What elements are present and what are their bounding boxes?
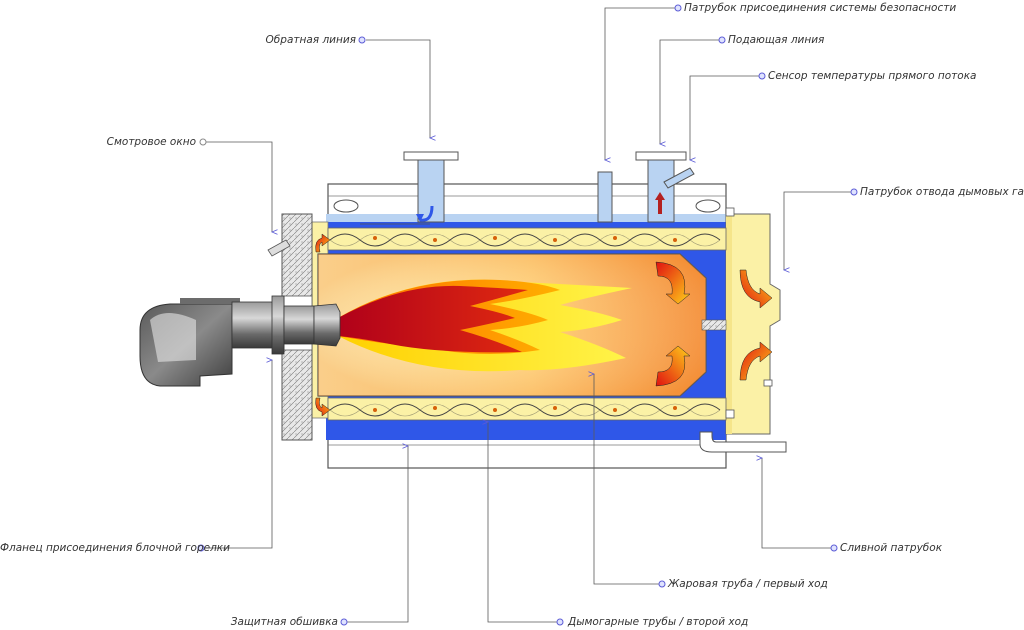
temperature-sensor	[663, 167, 695, 189]
leader-burner-flange	[204, 360, 272, 549]
sight-window	[267, 239, 291, 257]
leader-sight-window	[206, 141, 272, 232]
smoke-tubes-bottom	[327, 397, 727, 421]
drain-nozzle	[699, 431, 787, 453]
flame	[338, 279, 632, 372]
rear-fittings	[725, 207, 773, 419]
leader-temp-sensor	[690, 75, 760, 160]
leader-smoke-tubes	[488, 422, 558, 623]
label-casing: Защитная обшивка	[230, 616, 338, 628]
label-temp-sensor: Сенсор температуры прямого потока	[768, 70, 977, 82]
label-drain-nozzle: Сливной патрубок	[840, 542, 943, 554]
label-smoke-tubes: Дымогарные трубы / второй ход	[568, 616, 749, 628]
leader-flue-nozzle	[784, 191, 852, 270]
burner	[139, 295, 341, 387]
label-supply-line: Подающая линия	[728, 34, 825, 46]
leader-safety-nozzle	[605, 7, 676, 160]
supply-line-pipe	[635, 151, 687, 223]
label-burner-flange: Фланец присоединения блочной горелки	[0, 542, 230, 554]
leader-return-line	[366, 39, 430, 138]
flow-arrow-furnace-bottom	[655, 345, 691, 387]
label-safety-nozzle: Патрубок присоединения системы безопасно…	[684, 2, 957, 14]
label-return-line: Обратная линия	[265, 34, 356, 46]
label-sight-window: Смотровое окно	[106, 136, 196, 148]
leader-drain-nozzle	[762, 458, 832, 549]
leader-supply-line	[660, 39, 720, 144]
flow-arrow-front-top	[315, 233, 331, 253]
gas-flow-arrows	[315, 233, 773, 417]
label-markers	[197, 4, 858, 626]
flow-arrow-furnace-top	[655, 261, 691, 305]
leader-fire-tube	[594, 374, 660, 585]
return-line-pipe	[360, 151, 459, 225]
leader-casing	[342, 446, 408, 623]
label-fire-tube: Жаровая труба / первый ход	[668, 578, 828, 590]
safety-nozzle	[597, 171, 613, 223]
label-flue-nozzle: Патрубок отвода дымовых газов	[860, 186, 1024, 198]
tube-flow-marks	[373, 236, 677, 412]
smoke-tubes-top	[327, 227, 727, 251]
flow-arrow-chamber-top	[739, 269, 773, 309]
leader-lines	[204, 7, 852, 623]
flow-arrow-front-bottom	[315, 397, 331, 417]
flow-arrow-chamber-bottom	[739, 341, 773, 381]
